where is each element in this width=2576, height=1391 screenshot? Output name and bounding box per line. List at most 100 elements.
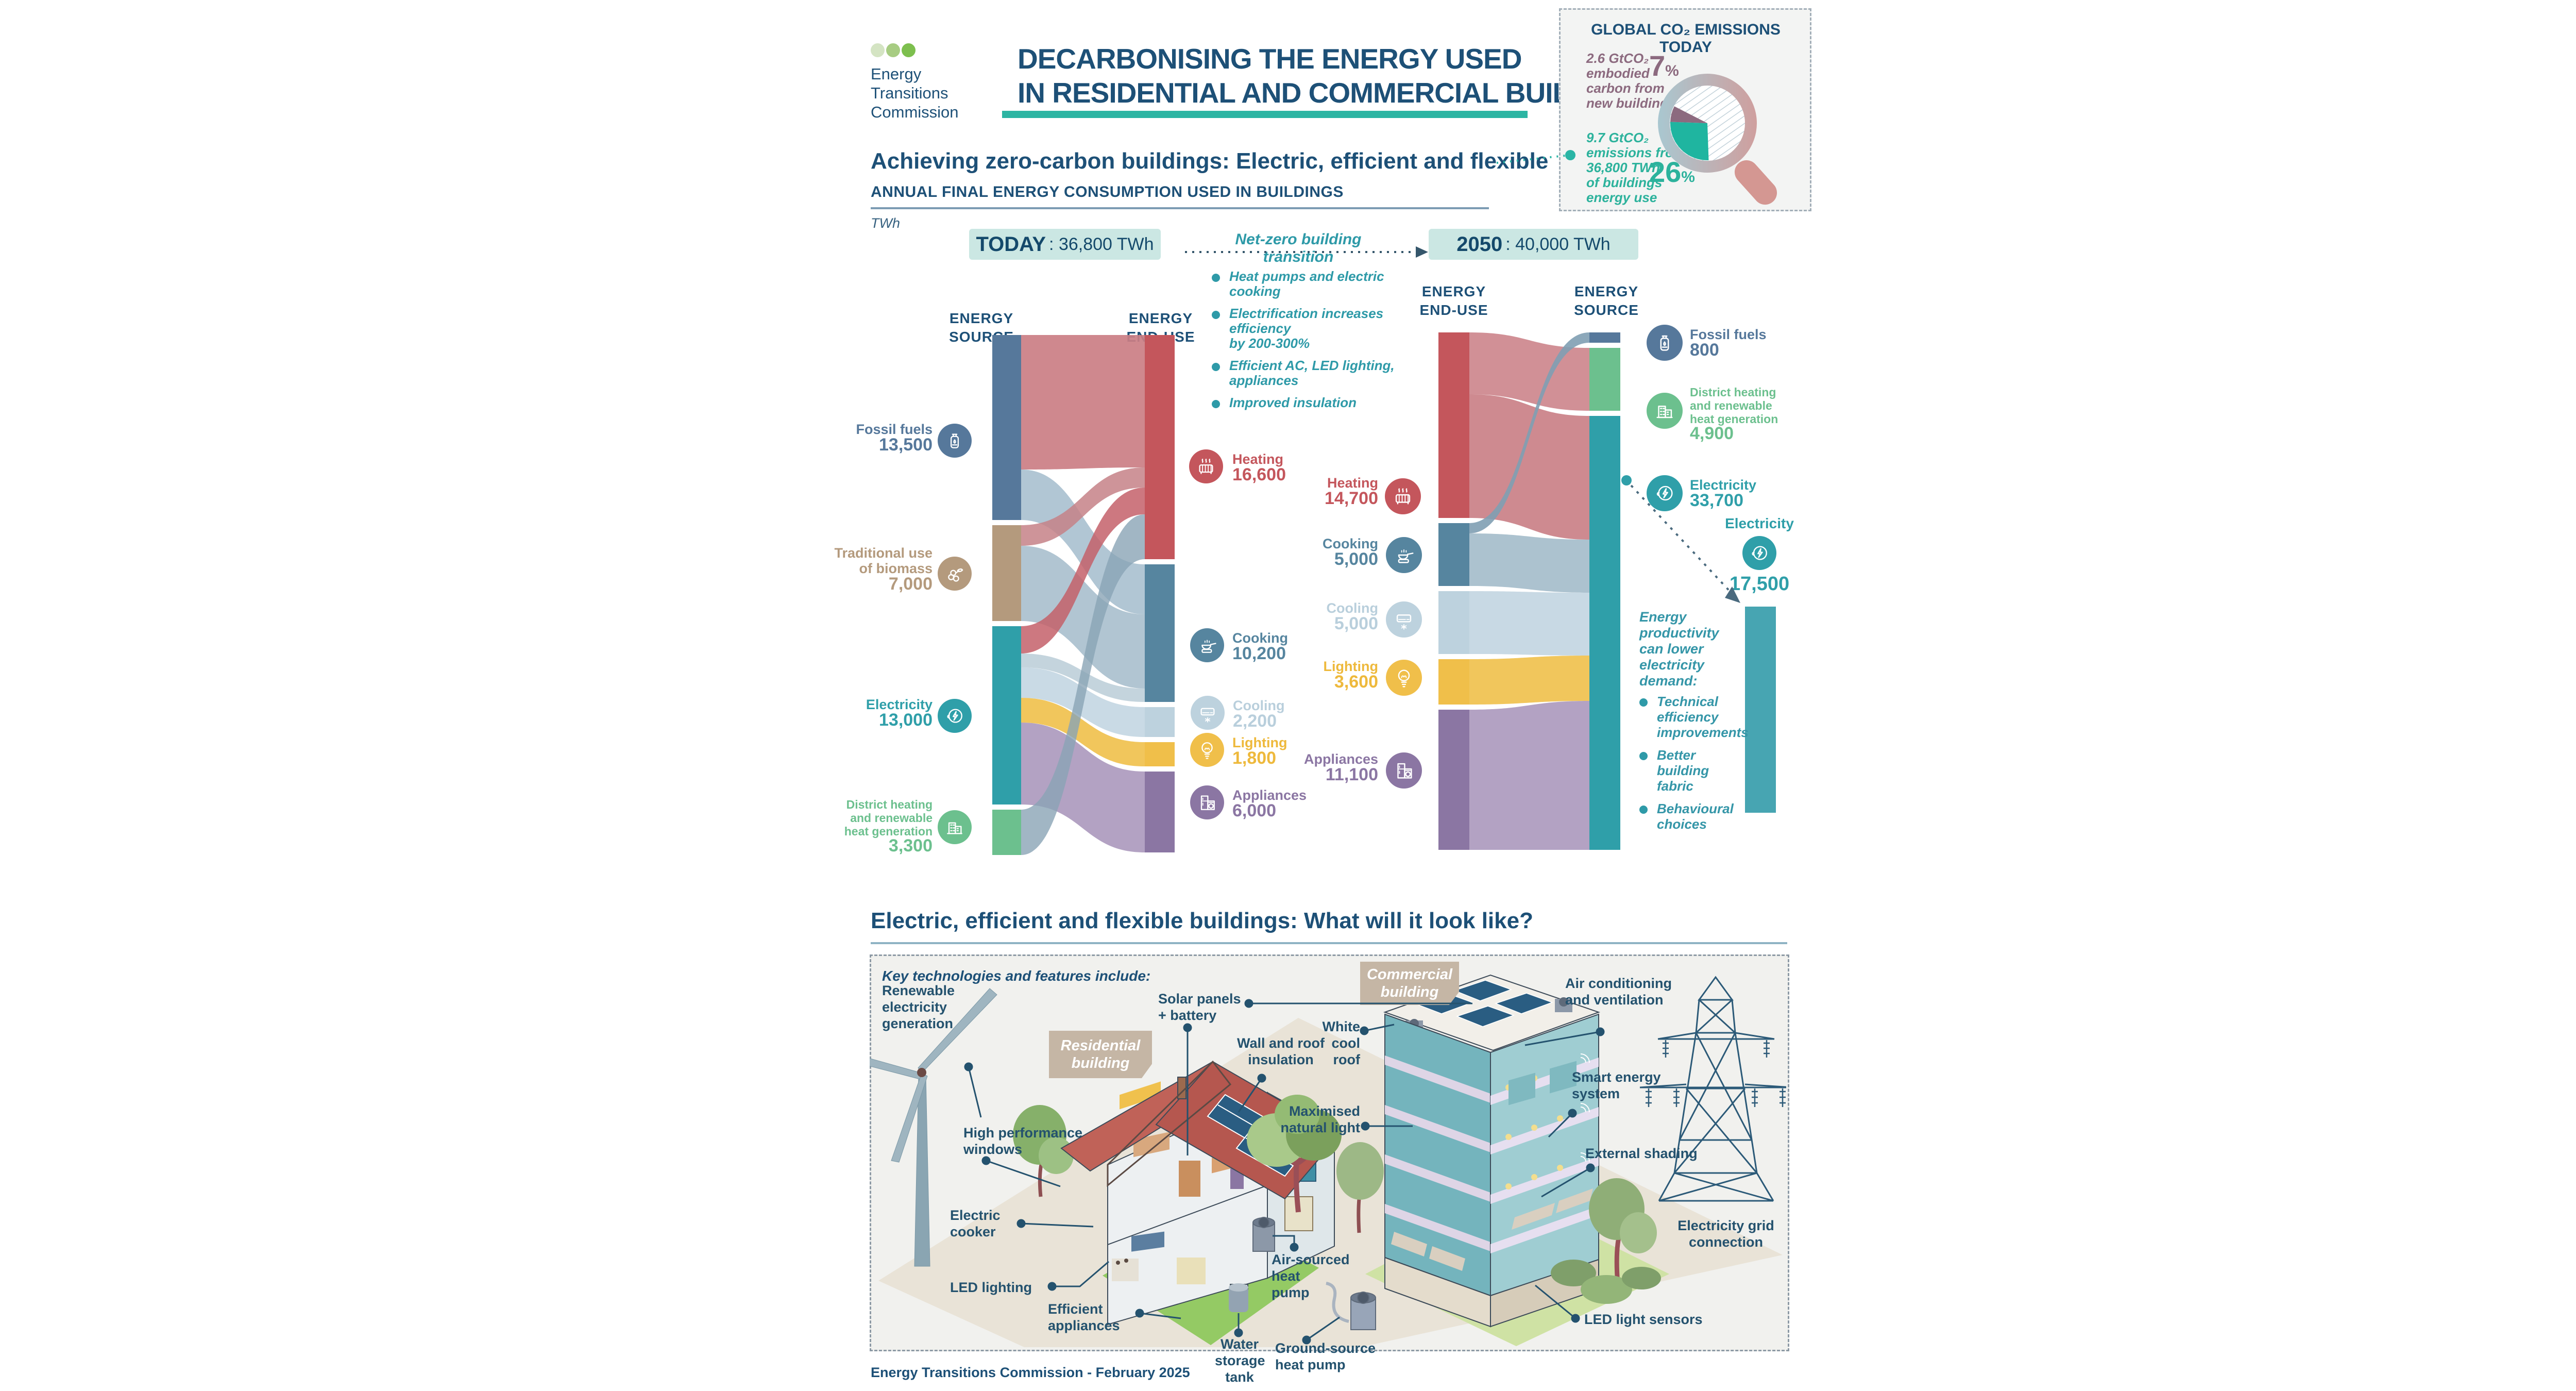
label-ground-source-heat-pump: Ground-source heat pump (1275, 1340, 1376, 1372)
water-tank-icon (1229, 1283, 1248, 1312)
today-value: : 36,800 TWh (1049, 234, 1154, 254)
y2050-label: 2050 (1456, 232, 1503, 256)
tree-icon (1247, 1095, 1342, 1213)
node-label-district-2050: District heating and renewable heat gene… (1690, 386, 1778, 443)
district-buildings-icon (938, 810, 972, 844)
label-water-storage-tank: Water storage tank (1215, 1336, 1265, 1385)
transition-bullet: Heat pumps and electric cooking (1212, 269, 1428, 299)
cooking-pan-icon (1386, 537, 1422, 573)
appliances-icon (1190, 785, 1224, 819)
key-technologies-note: Key technologies and features include: (882, 968, 1151, 984)
electricity-pylon-icon (1639, 976, 1786, 1202)
cooking-pan-icon (1190, 628, 1224, 662)
tree-icon (1589, 1178, 1657, 1285)
label-electric-cooker: Electric cooker (950, 1208, 1001, 1239)
co2-box-title: GLOBAL CO₂ EMISSIONS TODAY (1591, 21, 1781, 56)
transition-bullet: Electrification increases efficiency by … (1212, 306, 1428, 351)
page-title-line1: DECARBONISING THE ENERGY USED (1018, 43, 1522, 75)
logo-dot-icon (902, 43, 916, 57)
productivity-bullet: Behavioural choices (1639, 801, 1742, 832)
label-white-cool-roof: White cool roof (1322, 1019, 1361, 1067)
axis-unit: TWh (871, 215, 900, 231)
cooling-ac-icon (1191, 696, 1225, 730)
commercial-tower-icon (1383, 974, 1601, 1328)
lighting-bulb-icon (1386, 660, 1422, 696)
electricity-demand-label: Electricity (1725, 515, 1794, 531)
residential-house-icon (1060, 1060, 1341, 1326)
label-air-sourced-heat-pump: Air-sourced heat pump (1272, 1252, 1350, 1300)
label-renewable-generation: Renewable electricity generation (882, 983, 955, 1031)
label-led-lighting: LED lighting (950, 1280, 1032, 1295)
electricity-demand-value: 17,500 (1729, 573, 1790, 595)
productivity-bullets: Technical efficiency improvements Better… (1639, 694, 1749, 839)
gas-bottle-icon (1647, 325, 1683, 361)
label-high-performance-windows: High performance windows (963, 1125, 1083, 1157)
productivity-intro: Energy productivity can lower electricit… (1639, 609, 1719, 689)
label-air-conditioning: Air conditioning and ventilation (1565, 976, 1672, 1008)
transition-bullet: Improved insulation (1212, 395, 1428, 410)
gas-bottle-icon (938, 424, 972, 458)
transition-bullets: Heat pumps and electric cooking Electrif… (1212, 269, 1428, 417)
co2-energy-label: 9.7 GtCO₂ emissions from 36,800 TWh of b… (1586, 130, 1685, 205)
electric-plug-icon (938, 699, 972, 733)
transition-bullet: Efficient AC, LED lighting, appliances (1212, 358, 1428, 388)
district-buildings-icon (1647, 393, 1683, 429)
col-2050-source: ENERGY SOURCE (1574, 283, 1639, 318)
label-external-shading: External shading (1585, 1146, 1698, 1161)
logo-wordmark: Energy Transitions Commission (871, 65, 959, 121)
section1-subheading: ANNUAL FINAL ENERGY CONSUMPTION USED IN … (871, 183, 1344, 200)
cooling-ac-icon (1386, 601, 1422, 638)
appliances-icon (1386, 752, 1422, 789)
magnifier-pie-icon (1658, 74, 1777, 205)
today-pill: TODAY: 36,800 TWh (969, 229, 1161, 260)
label-smart-energy-system: Smart energy system (1572, 1069, 1661, 1101)
col-today-enduse: ENERGY END-USE (1126, 310, 1194, 345)
label-led-light-sensors: LED light sensors (1584, 1312, 1703, 1327)
section2-heading: Electric, efficient and flexible buildin… (871, 908, 1533, 933)
heating-radiator-icon (1385, 478, 1421, 514)
sankey-today (992, 335, 1175, 855)
label-electricity-grid: Electricity grid connection (1677, 1218, 1774, 1250)
commercial-building-tag: Commercial building (1360, 962, 1459, 1005)
page-title-line2: IN RESIDENTIAL AND COMMERCIAL BUILDINGS (1018, 77, 1657, 109)
lighting-bulb-icon (1190, 733, 1224, 767)
section1-rule (871, 207, 1489, 209)
footer-credit: Energy Transitions Commission - February… (871, 1365, 1190, 1380)
section2-rule (871, 942, 1787, 944)
co2-embodied-pct: 7% (1649, 49, 1679, 82)
heat-pump-icon (1252, 1217, 1376, 1330)
label-maximised-light: Maximised natural light (1280, 1103, 1361, 1135)
productivity-bullet: Technical efficiency improvements (1639, 694, 1749, 740)
residential-building-tag: Residential building (1049, 1031, 1152, 1078)
label-wall-roof-insulation: Wall and roof insulation (1237, 1035, 1325, 1067)
label-efficient-appliances: Efficient appliances (1048, 1301, 1120, 1333)
co2-embodied-label: 2.6 GtCO₂ embodied carbon from new build… (1586, 51, 1676, 111)
pill-2050: 2050: 40,000 TWh (1429, 229, 1638, 260)
electric-plug-icon (1647, 475, 1683, 511)
heating-radiator-icon (1189, 449, 1223, 483)
logo-dot-icon (886, 43, 900, 57)
today-label: TODAY (976, 232, 1046, 256)
label-solar-battery: Solar panels + battery (1158, 991, 1241, 1023)
col-2050-enduse: ENERGY END-USE (1419, 283, 1488, 318)
y2050-value: : 40,000 TWh (1505, 234, 1611, 254)
electricity-demand-bar (1745, 607, 1776, 813)
bushes-icon (1551, 1260, 1661, 1304)
section1-heading: Achieving zero-carbon buildings: Electri… (871, 148, 1549, 174)
sankey-2050 (1438, 332, 1620, 850)
title-accent-bar (1002, 111, 1528, 118)
biomass-logs-icon (938, 557, 972, 591)
tree-icon (1336, 1142, 1384, 1233)
logo-dot-icon (871, 43, 885, 57)
